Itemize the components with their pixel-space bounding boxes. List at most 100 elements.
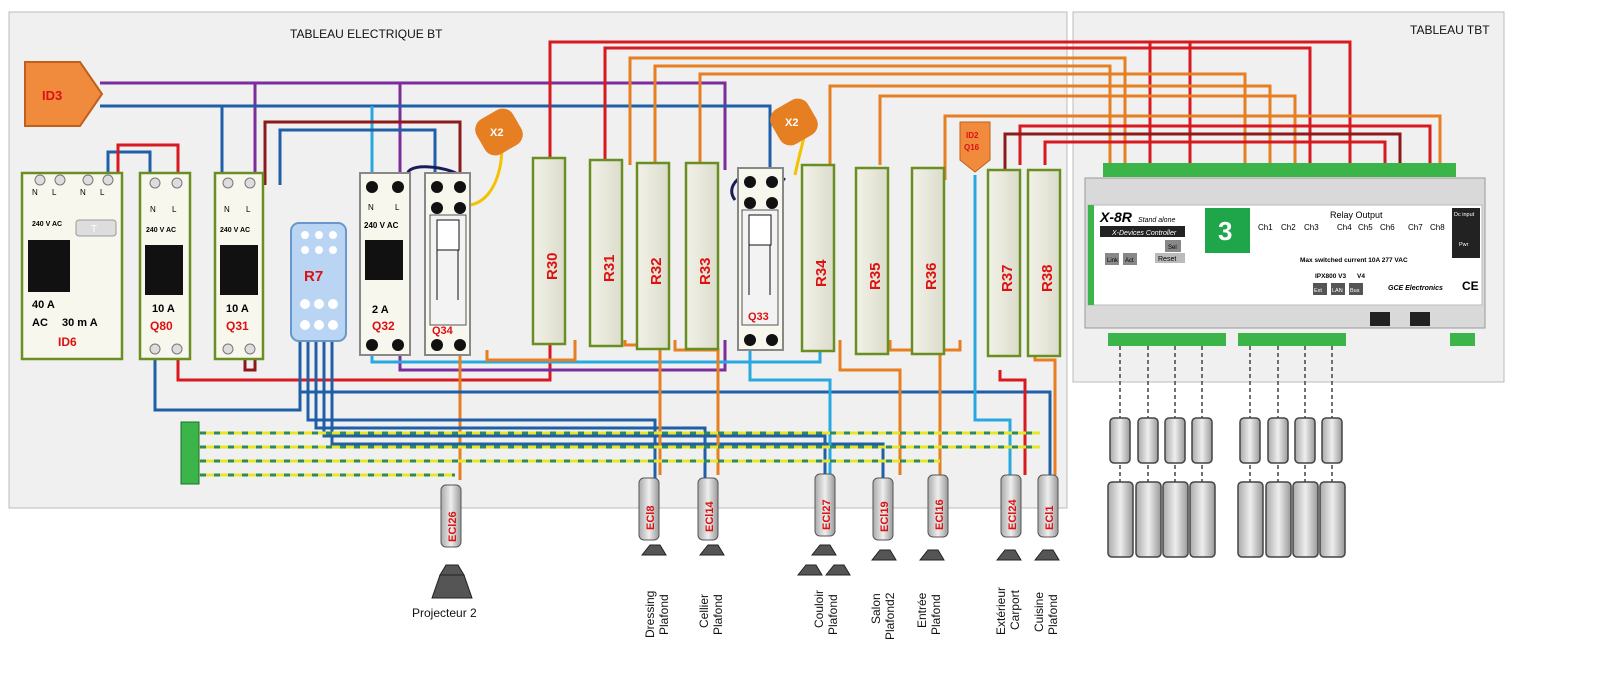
rail-label: R31 [601, 254, 618, 282]
svg-text:Plafond2: Plafond2 [883, 592, 897, 640]
bt-title: TABLEAU ELECTRIQUE BT [290, 27, 443, 41]
svg-text:Entrée: Entrée [915, 592, 929, 628]
svg-text:IPX800 V3: IPX800 V3 [1315, 273, 1346, 280]
svg-text:Pwr: Pwr [1459, 242, 1469, 248]
svg-text:Act: Act [1125, 258, 1134, 264]
rail-label: R37 [999, 264, 1016, 292]
svg-text:Q32: Q32 [372, 319, 395, 333]
svg-text:2 A: 2 A [372, 304, 389, 316]
svg-text:L: L [395, 203, 400, 212]
earth-bars [180, 421, 1040, 485]
svg-text:Carport: Carport [1008, 589, 1022, 630]
lamp-icon [824, 564, 851, 576]
svg-text:ECl26: ECl26 [447, 511, 459, 542]
svg-text:Q80: Q80 [150, 319, 173, 333]
svg-text:N: N [150, 205, 156, 214]
terminal-rails: R30 R31 R32 R33 R34 R35 R36 R37 R38 [531, 156, 1062, 358]
svg-text:ECl1: ECl1 [1044, 506, 1056, 530]
rail-label: R32 [648, 257, 665, 285]
svg-text:Cuisine: Cuisine [1032, 592, 1046, 632]
svg-text:Salon: Salon [869, 593, 883, 624]
relay-q33: Q33 [737, 167, 784, 351]
svg-text:ECl14: ECl14 [704, 501, 716, 532]
svg-text:R7: R7 [304, 268, 323, 285]
tbt-title: TABLEAU TBT [1410, 23, 1490, 37]
lamp-icon [640, 544, 667, 556]
r7-block: R7 [290, 222, 347, 342]
svg-text:Plafond: Plafond [711, 594, 725, 635]
lamp-icon [870, 549, 897, 561]
svg-text:Ext: Ext [1314, 288, 1322, 294]
id2-q16-tag: ID2 Q16 [959, 121, 991, 173]
lamp-icon [698, 544, 725, 556]
svg-text:40 A: 40 A [32, 299, 55, 311]
svg-text:Sel: Sel [1168, 245, 1177, 251]
svg-text:Link: Link [1107, 258, 1119, 264]
svg-text:Q16: Q16 [964, 143, 980, 152]
svg-text:ECl24: ECl24 [1007, 499, 1019, 530]
svg-text:ECl19: ECl19 [879, 501, 891, 532]
svg-text:ID2: ID2 [966, 131, 979, 140]
svg-text:240 V AC: 240 V AC [146, 227, 176, 234]
svg-text:Ch4: Ch4 [1337, 223, 1352, 232]
svg-text:CE: CE [1462, 279, 1479, 293]
svg-text:L: L [172, 205, 177, 214]
lamp-icon [995, 549, 1022, 561]
svg-text:GCE Electronics: GCE Electronics [1388, 285, 1443, 292]
lamp-icon [439, 564, 465, 576]
lamp-icon [810, 544, 837, 556]
svg-text:Dressing: Dressing [643, 591, 657, 638]
svg-text:240 V AC: 240 V AC [364, 221, 399, 230]
wires [100, 40, 1442, 480]
svg-text:Cellier: Cellier [697, 594, 711, 628]
svg-text:Ch2: Ch2 [1281, 223, 1296, 232]
svg-text:Bus: Bus [1350, 288, 1360, 294]
rail-label: R36 [923, 262, 940, 290]
cable-ends: ECl26 ECl8 ECl14 ECl27 ECl19 ECl16 ECl24… [440, 473, 1059, 548]
svg-text:N: N [80, 188, 86, 197]
svg-text:10 A: 10 A [226, 303, 249, 315]
svg-text:Q33: Q33 [748, 311, 769, 323]
svg-text:T: T [91, 224, 97, 235]
svg-text:Max switched current 10A 277 V: Max switched current 10A 277 VAC [1300, 257, 1408, 264]
svg-text:Ch6: Ch6 [1380, 223, 1395, 232]
id3-input: ID3 [24, 61, 104, 127]
svg-text:Q31: Q31 [226, 319, 249, 333]
rail-label: R33 [697, 257, 714, 285]
lamp-icon [431, 574, 473, 599]
svg-text:240 V AC: 240 V AC [32, 221, 62, 228]
svg-text:Q34: Q34 [432, 325, 454, 337]
svg-text:Plafond: Plafond [1046, 594, 1060, 635]
svg-text:ID6: ID6 [58, 335, 77, 349]
svg-text:240 V AC: 240 V AC [220, 227, 250, 234]
svg-text:L: L [246, 205, 251, 214]
svg-text:10 A: 10 A [152, 303, 175, 315]
breaker-q80: N L 240 V AC 10 A Q80 [138, 171, 192, 361]
svg-text:LAN: LAN [1332, 288, 1343, 294]
svg-text:Plafond: Plafond [826, 594, 840, 635]
svg-text:ECl27: ECl27 [821, 499, 833, 530]
svg-text:Relay Output: Relay Output [1330, 210, 1383, 220]
svg-text:L: L [52, 188, 57, 197]
lamp-icon [796, 564, 823, 576]
x2-connector: X2 [475, 108, 523, 156]
svg-text:Ch7: Ch7 [1408, 223, 1423, 232]
lamp-icon [918, 549, 945, 561]
svg-text:ECl8: ECl8 [645, 506, 657, 530]
rail-label: R35 [867, 262, 884, 290]
svg-text:Reset: Reset [1158, 256, 1176, 263]
svg-text:Dc input: Dc input [1454, 212, 1475, 218]
rail-label: R38 [1039, 264, 1056, 292]
lamp-labels: Projecteur 2 Dressing Plafond Cellier Pl… [412, 587, 1060, 640]
svg-text:Extérieur: Extérieur [994, 587, 1008, 635]
relay-q34: Q34 [424, 172, 471, 356]
svg-text:N: N [368, 203, 374, 212]
svg-text:Stand alone: Stand alone [1138, 217, 1175, 224]
svg-text:X-8R: X-8R [1099, 209, 1133, 225]
svg-text:Ch1: Ch1 [1258, 223, 1273, 232]
svg-text:Couloir: Couloir [812, 590, 826, 628]
svg-text:X2: X2 [785, 117, 798, 129]
svg-text:X-Devices Controller: X-Devices Controller [1111, 230, 1177, 237]
svg-text:N: N [224, 205, 230, 214]
